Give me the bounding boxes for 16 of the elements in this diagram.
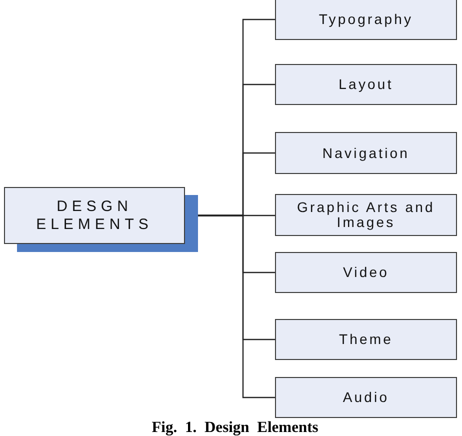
- category-box: [275, 194, 457, 236]
- box-label: Theme: [338, 332, 394, 347]
- box-label: Video: [342, 265, 390, 280]
- category-box: [275, 132, 457, 174]
- box-label: Audio: [342, 390, 390, 405]
- category-box: [275, 252, 457, 293]
- category-box: [275, 64, 457, 105]
- box-label: Layout: [338, 77, 394, 92]
- box-label: Navigation: [322, 146, 410, 160]
- category-box: [275, 0, 457, 40]
- box-label: Typography: [318, 12, 414, 27]
- category-box: [275, 377, 457, 418]
- category-box: [275, 319, 457, 360]
- box-label: DESGN ELEMENTS: [35, 198, 154, 234]
- figure-caption: Fig. 1. Design Elements: [152, 420, 318, 436]
- box-label: Graphic Arts and Images: [296, 200, 436, 230]
